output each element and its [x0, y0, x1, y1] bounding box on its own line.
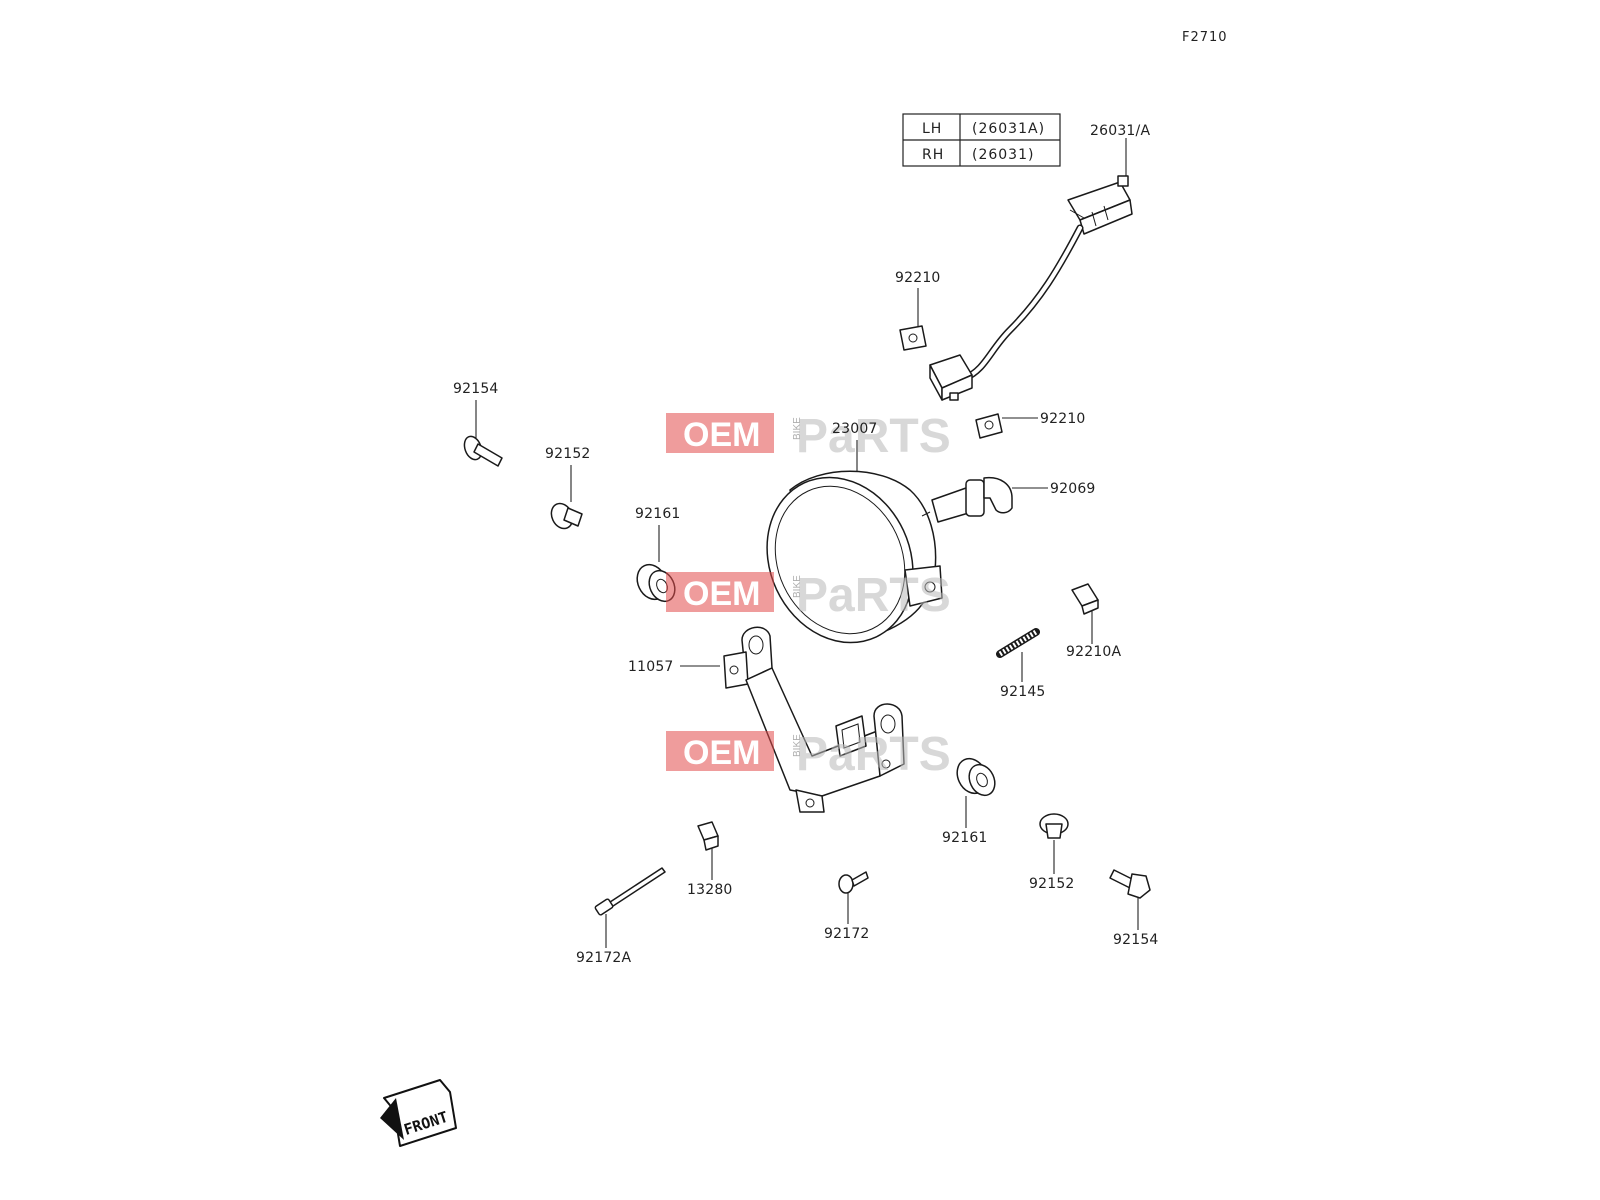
label-grommet-upper: 92161 [635, 506, 681, 522]
side-code-table: LH (26031A) RH (26031) [902, 113, 1061, 167]
part-bolt-right[interactable]: 92154 [1109, 869, 1159, 948]
watermark-1-red: OEM [683, 416, 760, 454]
watermark-1: OEM BIKE PaRTS [666, 410, 951, 463]
part-clip-mid[interactable]: 92210 [975, 411, 1086, 439]
part-clip-a[interactable]: 92210A [1066, 583, 1122, 660]
label-grommet-lower: 92161 [942, 830, 988, 846]
label-collar-left: 92152 [545, 446, 591, 462]
part-nut[interactable]: 13280 [687, 821, 733, 898]
watermark-3-small: BIKE [792, 734, 803, 757]
front-arrow: FRONT [380, 1079, 457, 1147]
part-spring[interactable]: 92145 [996, 628, 1046, 700]
figure-id: F2710 [1182, 30, 1228, 45]
label-spring: 92145 [1000, 684, 1046, 700]
part-screw-long[interactable]: 92172A [576, 867, 666, 966]
watermark-1-gray: PaRTS [796, 410, 951, 463]
part-bracket[interactable]: 11057 [628, 626, 905, 813]
watermark-3-gray: PaRTS [796, 728, 951, 781]
part-bolt-left[interactable]: 92154 [453, 381, 503, 467]
watermark-2: OEM BIKE PaRTS [666, 569, 951, 622]
part-clip-upper[interactable]: 92210 [895, 270, 941, 351]
label-harness: 26031/A [1090, 123, 1150, 139]
watermark-2-red: OEM [683, 575, 760, 613]
label-screw-long: 92172A [576, 950, 632, 966]
part-harness[interactable]: 26031/A [929, 123, 1150, 401]
label-clip-a: 92210A [1066, 644, 1122, 660]
part-collar-left[interactable]: 92152 [545, 446, 591, 532]
watermark-3: OEM BIKE PaRTS [666, 728, 951, 781]
part-grommet-lower[interactable]: 92161 [942, 754, 1000, 846]
table-row-lh-code: (26031A) [972, 121, 1045, 137]
label-collar-right: 92152 [1029, 876, 1075, 892]
label-bulb: 92069 [1050, 481, 1096, 497]
label-lamp: 23007 [832, 421, 878, 437]
watermark-2-gray: PaRTS [796, 569, 951, 622]
label-clip-mid: 92210 [1040, 411, 1086, 427]
table-row-rh-side: RH [922, 147, 944, 163]
table-row-rh-code: (26031) [972, 147, 1034, 163]
label-nut: 13280 [687, 882, 733, 898]
watermark-2-small: BIKE [792, 575, 803, 598]
watermark-1-small: BIKE [792, 417, 803, 440]
label-clip-upper: 92210 [895, 270, 941, 286]
part-bulb[interactable]: 92069 [921, 476, 1096, 523]
part-screw-short[interactable]: 92172 [824, 871, 870, 942]
watermark-3-red: OEM [683, 734, 760, 772]
label-bolt-left: 92154 [453, 381, 499, 397]
label-bolt-right: 92154 [1113, 932, 1159, 948]
part-collar-right[interactable]: 92152 [1029, 813, 1075, 892]
label-screw-short: 92172 [824, 926, 870, 942]
label-bracket: 11057 [628, 659, 674, 675]
part-headlamp[interactable]: 23007 [741, 421, 943, 667]
table-row-lh-side: LH [922, 121, 942, 137]
